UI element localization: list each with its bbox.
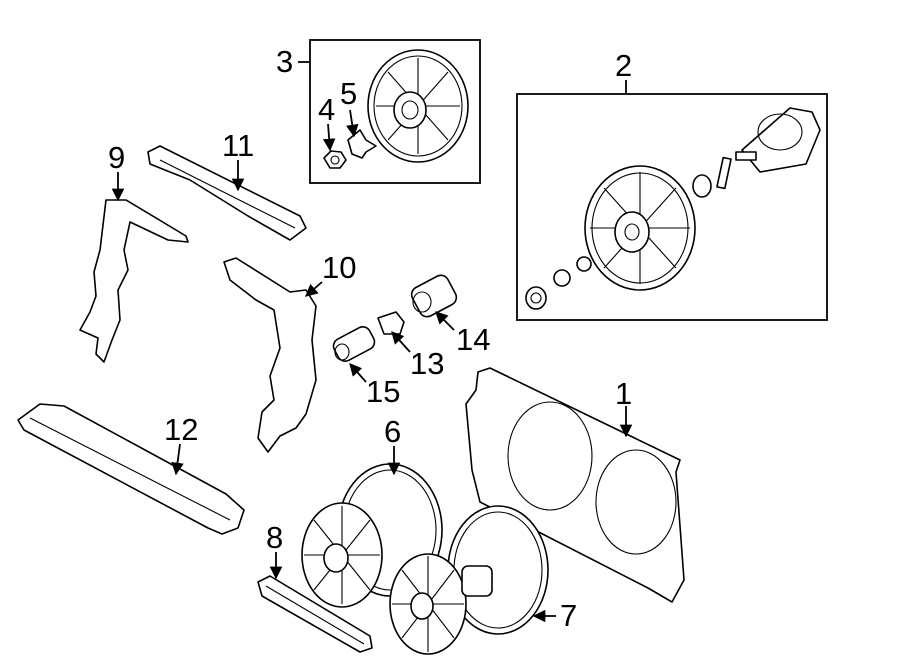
kit-box-2: [516, 93, 828, 321]
callout-6: 6: [384, 414, 401, 449]
callout-12: 12: [164, 412, 198, 447]
part-1-fan-shroud[interactable]: [465, 367, 685, 603]
callout-13: 13: [410, 346, 444, 381]
leader-5: [346, 109, 359, 138]
part-9-air-baffle[interactable]: [79, 199, 189, 363]
callout-2: 2: [615, 48, 632, 83]
leader-13: [391, 331, 411, 353]
part-12-lower-deflector[interactable]: [17, 403, 245, 535]
callout-11: 11: [222, 128, 254, 163]
part-5-clip[interactable]: [347, 129, 377, 159]
callout-10: 10: [322, 250, 356, 285]
callout-4: 4: [318, 92, 335, 127]
leader-4: [322, 123, 336, 152]
leader-lines: [111, 61, 633, 623]
part-7-fan-assembly[interactable]: [389, 505, 549, 655]
part-10-side-baffle[interactable]: [223, 257, 317, 453]
part-14-plug[interactable]: [409, 272, 459, 319]
part-11-tie-bar-cover[interactable]: [147, 145, 307, 241]
callout-9: 9: [108, 140, 125, 175]
kit-box-3: [309, 39, 481, 184]
part-3-fan[interactable]: [367, 49, 469, 163]
leader-10: [305, 281, 323, 297]
callout-7: 7: [560, 598, 577, 633]
callout-14: 14: [456, 322, 490, 357]
leader-14: [435, 311, 455, 331]
callout-15: 15: [366, 374, 400, 409]
part-4-nut[interactable]: [323, 150, 347, 169]
leader-12: [171, 443, 184, 476]
part-2-fan-motor-kit[interactable]: [525, 107, 821, 310]
callout-5: 5: [340, 76, 357, 111]
part-15-switch[interactable]: [331, 324, 378, 364]
callout-3: 3: [276, 44, 293, 79]
callout-1: 1: [615, 376, 632, 411]
part-13-connector[interactable]: [377, 311, 405, 335]
callout-labels: 3 2 4 5 11 9 10 14 13 15 1 12 6 8 7: [108, 44, 632, 633]
part-6-fan-blade[interactable]: [301, 502, 383, 608]
callout-8: 8: [266, 520, 283, 555]
leader-15: [349, 363, 367, 383]
